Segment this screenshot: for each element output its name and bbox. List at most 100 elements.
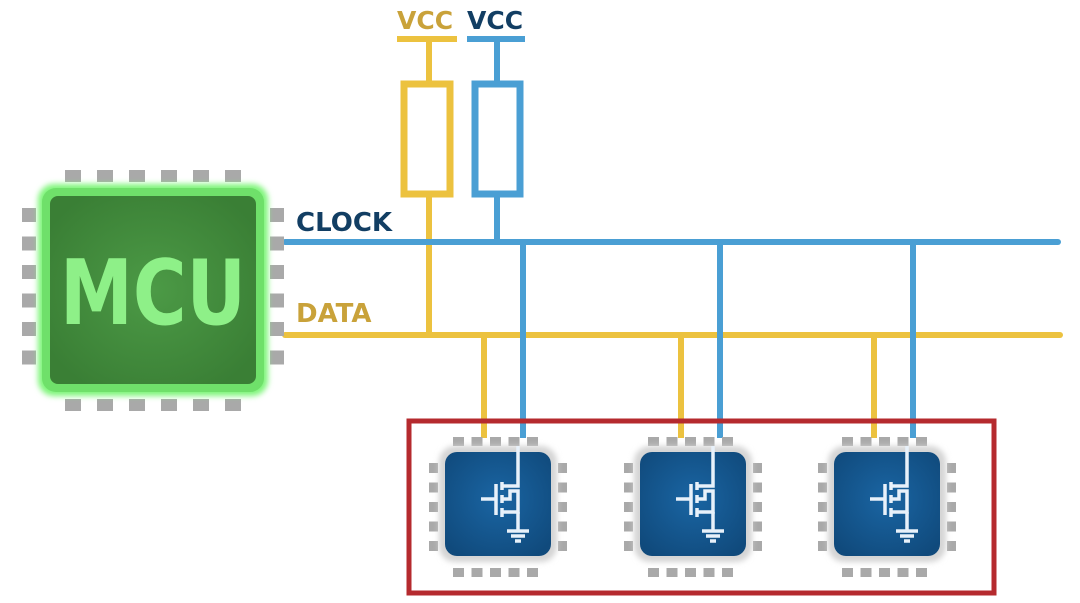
mcu-pin-left	[22, 350, 36, 365]
clock-bus: CLOCK	[282, 208, 1061, 438]
device-pin-bottom	[879, 568, 890, 577]
vcc-rail-data	[397, 36, 457, 42]
mcu-pin-bottom	[129, 399, 145, 411]
mcu-pin-right	[270, 208, 284, 222]
mcu-label: MCU	[60, 241, 246, 346]
device-pin-bottom	[648, 568, 659, 577]
mcu-pins	[22, 170, 284, 411]
mcu-pin-left	[22, 208, 36, 222]
device-pin-left	[429, 541, 438, 551]
ground-icon	[702, 529, 724, 543]
device-group-frame	[406, 418, 997, 596]
device-pin-top	[897, 437, 909, 446]
mcu-pin-top	[65, 170, 81, 182]
device-pin-right	[947, 541, 956, 551]
device-pin-top	[527, 437, 538, 446]
drain-wire	[503, 446, 520, 488]
vcc-label-data: VCC	[397, 6, 453, 35]
device-pin-left	[624, 521, 633, 532]
device-pin-right	[558, 502, 567, 512]
source-wire	[503, 489, 520, 514]
device-pin-bottom	[490, 568, 501, 577]
mcu-pin-left	[22, 265, 36, 279]
mosfet-symbol-icon	[481, 446, 529, 543]
clock-tap-crossing-3	[910, 330, 916, 340]
device-pin-right	[753, 502, 762, 512]
device-body	[445, 452, 551, 556]
device-pin-bottom	[666, 568, 678, 577]
device-pin-bottom	[471, 568, 483, 577]
mcu-pin-left	[22, 236, 36, 251]
device-pin-left	[624, 482, 633, 493]
device-pin-top	[508, 437, 520, 446]
device-pin-bottom	[916, 568, 927, 577]
device-pin-top	[722, 437, 733, 446]
device-pin-left	[624, 502, 633, 512]
device-pin-right	[947, 482, 956, 493]
mcu-pin-bottom	[97, 399, 113, 411]
device-pin-top	[916, 437, 927, 446]
pullup-resistor-clock	[471, 80, 524, 198]
device-pin-right	[558, 482, 567, 493]
mcu-pin-bottom	[161, 399, 177, 411]
mcu-pin-bottom	[225, 399, 241, 411]
device-pin-top	[685, 437, 696, 446]
device-pin-left	[429, 521, 438, 532]
mcu-pin-right	[270, 236, 284, 251]
mcu-pin-right	[270, 293, 284, 308]
device-pin-left	[818, 463, 827, 473]
mcu-pin-bottom	[65, 399, 81, 411]
device-pin-bottom	[453, 568, 464, 577]
mcu-pin-right	[270, 322, 284, 336]
vcc-rail-clock	[467, 36, 525, 42]
device-pin-bottom	[703, 568, 715, 577]
device-pin-top	[666, 437, 678, 446]
device-pin-right	[753, 541, 762, 551]
pullup-wire-clock	[494, 194, 500, 242]
device-pin-left	[624, 463, 633, 473]
mosfet-symbol-icon	[870, 446, 918, 543]
data-tap-3	[871, 335, 877, 438]
device-pin-left	[624, 541, 633, 551]
device-pin-top	[842, 437, 853, 446]
source-wire	[698, 489, 715, 514]
device-pin-bottom	[508, 568, 520, 577]
clock-tap-crossing-1	[520, 330, 526, 340]
data-bus: DATA	[282, 299, 1063, 438]
data-tap-2	[678, 335, 684, 438]
mcu-pin-right	[270, 350, 284, 365]
device-pin-top	[879, 437, 890, 446]
mcu-pin-right	[270, 265, 284, 279]
drain-wire	[892, 446, 909, 488]
device-pin-bottom	[685, 568, 696, 577]
device-pin-top	[490, 437, 501, 446]
device-pin-top	[453, 437, 464, 446]
device-pin-left	[818, 541, 827, 551]
device-pin-bottom	[860, 568, 872, 577]
pullup-wire-data	[426, 194, 432, 336]
pullup-resistor-data	[400, 80, 454, 198]
device-pin-left	[818, 482, 827, 493]
device-body	[834, 452, 940, 556]
device-pin-bottom	[842, 568, 853, 577]
device-pin-left	[429, 482, 438, 493]
device-pin-bottom	[897, 568, 909, 577]
mcu-pin-left	[22, 322, 36, 336]
vcc-wire-clock	[494, 40, 500, 84]
device-pin-right	[753, 521, 762, 532]
device-pin-right	[753, 463, 762, 473]
drain-wire	[698, 446, 715, 488]
device-pin-bottom	[527, 568, 538, 577]
mcu-pin-top	[225, 170, 241, 182]
device-pin-right	[947, 521, 956, 532]
clock-label: CLOCK	[296, 208, 393, 238]
mcu-body	[50, 196, 256, 384]
device-pin-bottom	[722, 568, 733, 577]
mcu-pin-top	[97, 170, 113, 182]
device-pin-top	[860, 437, 872, 446]
device-pin-right	[947, 463, 956, 473]
device-pin-right	[558, 541, 567, 551]
clock-tap-crossing-2	[717, 330, 723, 340]
device-pin-right	[558, 521, 567, 532]
